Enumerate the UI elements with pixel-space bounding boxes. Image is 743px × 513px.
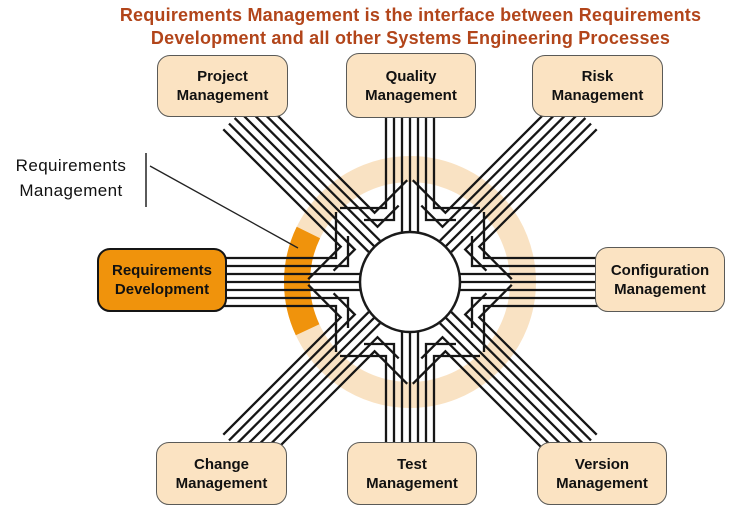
- title-line-1: Requirements Management is the interface…: [119, 5, 702, 25]
- node-label: Management: [366, 474, 458, 492]
- node-label: Management: [365, 86, 457, 104]
- title-line-2: Development and all other Systems Engine…: [150, 28, 671, 48]
- callout-line-2: Management: [19, 181, 123, 200]
- node-risk-management: Risk Management: [532, 55, 663, 117]
- node-label: Configuration: [610, 261, 710, 279]
- node-requirements-development: Requirements Development: [97, 248, 227, 312]
- node-version-management: Version Management: [537, 442, 667, 505]
- diagram-title: Requirements Management is the interface…: [78, 4, 743, 50]
- node-label: Management: [556, 474, 648, 492]
- node-label: Management: [176, 87, 269, 104]
- node-quality-management: Quality Management: [346, 53, 476, 118]
- node-configuration-management: Configuration Management: [595, 247, 725, 312]
- interface-lines-path: [220, 94, 602, 470]
- node-project-management: Project Management: [157, 55, 288, 117]
- node-label: Development: [114, 281, 210, 298]
- node-label: Management: [175, 474, 268, 492]
- node-label: Management: [551, 87, 644, 104]
- hub-circle: [358, 230, 462, 334]
- node-label: Requirements: [111, 262, 213, 279]
- node-test-management: Test Management: [347, 442, 477, 505]
- node-label: Risk: [581, 68, 614, 85]
- node-label: Version: [574, 455, 630, 473]
- requirements-management-callout: Requirements Management: [0, 153, 142, 203]
- callout-pointer-line: [149, 165, 299, 249]
- interface-line-bundles: [220, 94, 602, 470]
- node-label: Management: [614, 280, 706, 298]
- callout-line-1: Requirements: [15, 156, 127, 175]
- node-label: Test: [397, 455, 427, 473]
- node-change-management: Change Management: [156, 442, 287, 505]
- node-label: Change: [193, 455, 249, 473]
- node-label: Quality: [385, 67, 437, 85]
- node-label: Project: [197, 68, 248, 85]
